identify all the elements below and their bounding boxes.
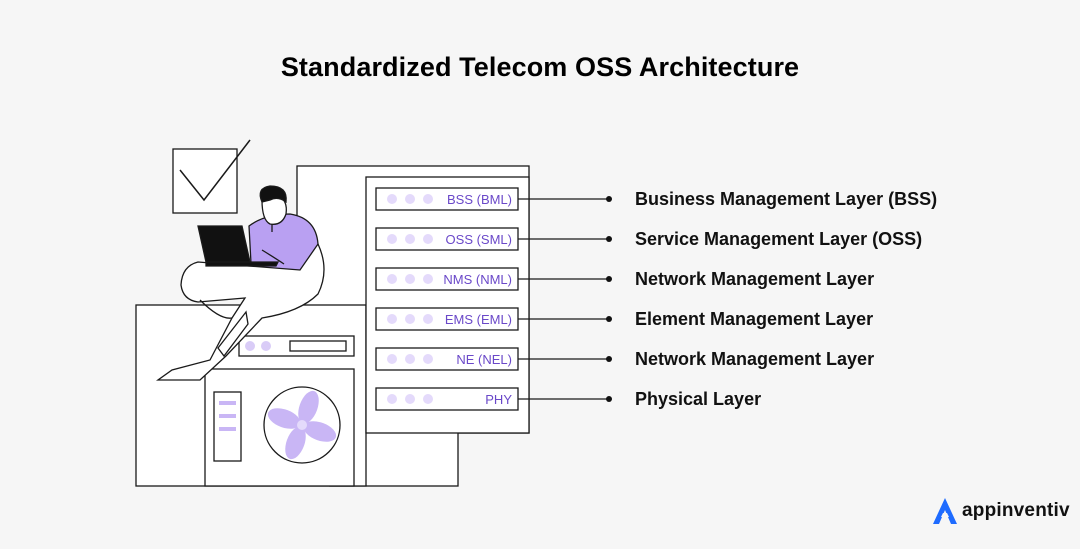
checkmark-icon bbox=[179, 139, 251, 202]
drawer-slot bbox=[289, 340, 347, 352]
rack-slot: PHY bbox=[375, 387, 519, 411]
appinventiv-logo-icon bbox=[933, 498, 957, 524]
slot-led-icon bbox=[423, 274, 433, 284]
slot-led-icon bbox=[405, 314, 415, 324]
layer-label: Physical Layer bbox=[635, 389, 762, 409]
rack-slot-label: PHY bbox=[485, 392, 512, 407]
slot-led-icon bbox=[423, 194, 433, 204]
slot-led-icon bbox=[387, 314, 397, 324]
rack-slot: NE (NEL) bbox=[375, 347, 519, 371]
logo: appinventiv bbox=[932, 497, 1070, 525]
connector-dot bbox=[606, 356, 612, 362]
page-title: Standardized Telecom OSS Architecture bbox=[280, 52, 800, 82]
rack-slot: EMS (EML) bbox=[375, 307, 519, 331]
checkbox-icon bbox=[172, 148, 238, 214]
logo-text: appinventiv bbox=[962, 500, 1070, 521]
layer-label: Service Management Layer (OSS) bbox=[635, 229, 923, 249]
connector-dot bbox=[606, 196, 612, 202]
slot-led-icon bbox=[405, 274, 415, 284]
connector-dot bbox=[606, 276, 612, 282]
slot-led-icon bbox=[405, 354, 415, 364]
connector-dot bbox=[606, 316, 612, 322]
slot-led-icon bbox=[387, 354, 397, 364]
slot-led-icon bbox=[387, 234, 397, 244]
slot-led-icon bbox=[423, 234, 433, 244]
rack-slot: NMS (NML) bbox=[375, 267, 519, 291]
slot-led-icon bbox=[423, 314, 433, 324]
connector-dot bbox=[606, 396, 612, 402]
slot-led-icon bbox=[423, 354, 433, 364]
rack-slot-label: NMS (NML) bbox=[443, 272, 512, 287]
rack-slot-label: OSS (SML) bbox=[446, 232, 512, 247]
rack-slot: BSS (BML) bbox=[375, 187, 519, 211]
slot-led-icon bbox=[405, 234, 415, 244]
slot-led-icon bbox=[405, 194, 415, 204]
rack-slot-label: EMS (EML) bbox=[445, 312, 512, 327]
layer-label: Element Management Layer bbox=[635, 309, 874, 329]
slot-led-icon bbox=[387, 394, 397, 404]
rack-slot-label: NE (NEL) bbox=[456, 352, 512, 367]
slot-led-icon bbox=[423, 394, 433, 404]
layer-label: Business Management Layer (BSS) bbox=[635, 189, 938, 209]
connector-dot bbox=[606, 236, 612, 242]
rack-slot-label: BSS (BML) bbox=[447, 192, 512, 207]
rack-slot: OSS (SML) bbox=[375, 227, 519, 251]
layer-label: Network Management Layer bbox=[635, 349, 875, 369]
layer-label: Network Management Layer bbox=[635, 269, 875, 289]
fan-icon bbox=[263, 386, 341, 464]
person-illustration bbox=[155, 185, 325, 381]
slot-led-icon bbox=[387, 194, 397, 204]
slot-led-icon bbox=[405, 394, 415, 404]
slot-led-icon bbox=[387, 274, 397, 284]
